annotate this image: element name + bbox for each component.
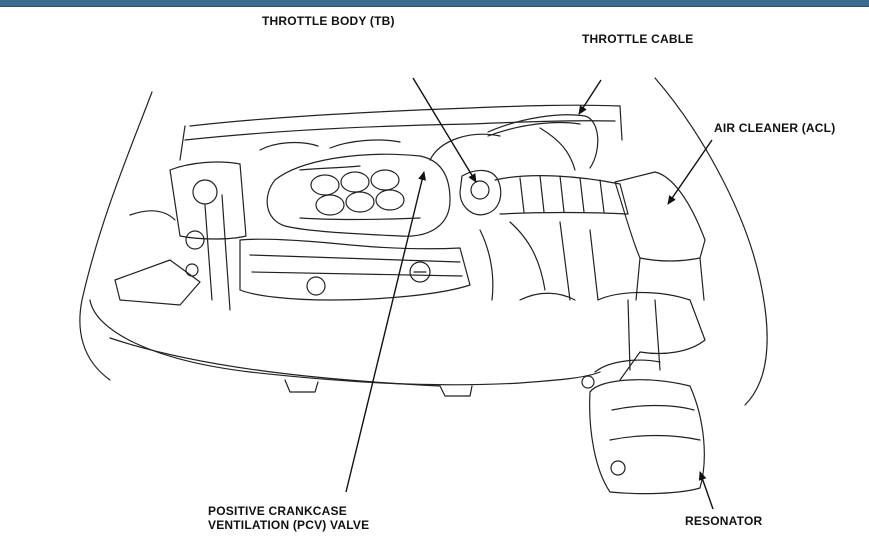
air-cleaner-label: AIR CLEANER (ACL) (714, 121, 836, 135)
throttle-body (459, 169, 502, 216)
intake-manifold (266, 153, 451, 237)
pcv-valve-label: POSITIVE CRANKCASE VENTILATION (PCV) VAL… (208, 504, 369, 532)
engine-block (239, 238, 471, 301)
tb-leader-line (412, 77, 477, 183)
throttle-cable-line (487, 114, 599, 169)
right-fender-outline (654, 77, 768, 406)
window-header-bar (0, 0, 869, 7)
throttle-cable-leader-line (578, 79, 602, 115)
left-fender-outline (79, 91, 153, 381)
air-cleaner-box (614, 171, 706, 262)
pcv-label-line-1: POSITIVE CRANKCASE (208, 504, 347, 518)
cowl (189, 104, 621, 127)
pcv-label-line-2: VENTILATION (PCV) VALVE (208, 518, 370, 532)
resonator-leader-line (698, 471, 714, 510)
engine-bay-diagram (79, 77, 768, 510)
pcv-leader-line (345, 171, 426, 493)
throttle-cable-label: THROTTLE CABLE (582, 32, 694, 46)
acl-leader-line (667, 139, 713, 205)
resonator-assembly (581, 291, 706, 495)
resonator-label: RESONATOR (685, 514, 763, 528)
front-panel (89, 299, 601, 386)
intake-duct (494, 175, 629, 215)
throttle-body-label: THROTTLE BODY (TB) (262, 14, 395, 28)
